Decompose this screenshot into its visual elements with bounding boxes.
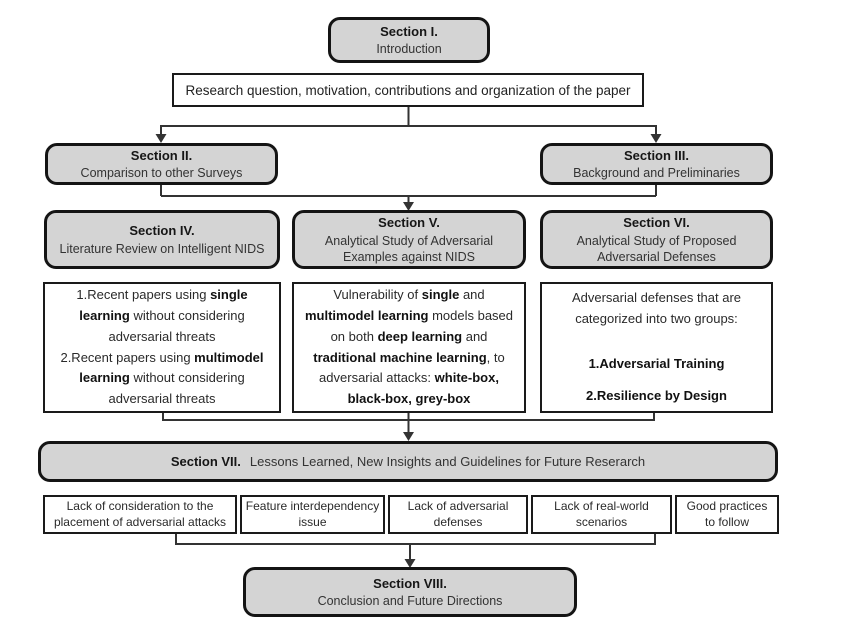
section-5-detail-box: Vulnerability of single and multimodel l… [292, 282, 526, 413]
section-7-subtitle: Lessons Learned, New Insights and Guidel… [249, 454, 646, 469]
section-1-subtitle: Introduction [376, 42, 442, 57]
research-question-box: Research question, motivation, contribut… [172, 73, 644, 107]
detail-item: 2.Recent papers using multimodel learnin… [60, 349, 264, 407]
section-4-title: Section IV. [129, 223, 195, 239]
section-7-box: Section VII. Lessons Learned, New Insigh… [38, 441, 778, 482]
research-question-text: Research question, motivation, contribut… [185, 82, 631, 98]
section-5-title: Section V. [378, 214, 440, 230]
section-5-box: Section V. Analytical Study of Adversari… [292, 210, 526, 269]
issue-box-placement-of-attacks: Lack of consideration to the placement o… [43, 495, 237, 534]
issue-box-real-world-scenarios: Lack of real-world scenarios [531, 495, 672, 534]
detail-item: 2.Resilience by Design [586, 388, 727, 404]
section-3-subtitle: Background and Preliminaries [573, 166, 740, 181]
section-2-title: Section II. [130, 147, 193, 163]
detail-text: Vulnerability of single and multimodel l… [304, 287, 514, 407]
section-4-detail-box: 1.Recent papers using single learning wi… [43, 282, 281, 413]
issue-box-lack-of-defenses: Lack of adversarial defenses [388, 495, 528, 534]
section-4-subtitle: Literature Review on Intelligent NIDS [59, 241, 265, 256]
section-3-title: Section III. [623, 147, 689, 163]
section-1-box: Section I. Introduction [328, 17, 490, 63]
section-4-box: Section IV. Literature Review on Intelli… [44, 210, 280, 269]
section-6-title: Section VI. [623, 214, 690, 230]
detail-item: 1.Adversarial Training [588, 355, 725, 371]
detail-intro: Adversarial defenses that are categorize… [571, 289, 742, 326]
detail-item: 1.Recent papers using single learning wi… [76, 287, 248, 344]
section-8-subtitle: Conclusion and Future Directions [317, 594, 503, 609]
section-7-title: Section VII. [170, 453, 241, 469]
section-3-box: Section III. Background and Preliminarie… [540, 143, 773, 185]
section-2-box: Section II. Comparison to other Surveys [45, 143, 278, 185]
issue-box-feature-interdependency: Feature interdependency issue [240, 495, 385, 534]
section-1-title: Section I. [380, 23, 438, 39]
section-8-title: Section VIII. [373, 575, 447, 591]
section-2-subtitle: Comparison to other Surveys [80, 166, 243, 181]
section-5-subtitle: Analytical Study of Adversarial Examples… [324, 233, 494, 264]
section-6-subtitle: Analytical Study of Proposed Adversarial… [576, 233, 737, 264]
section-6-detail-box: Adversarial defenses that are categorize… [540, 282, 773, 413]
issue-box-good-practices: Good practices to follow [675, 495, 779, 534]
section-6-box: Section VI. Analytical Study of Proposed… [540, 210, 773, 269]
section-8-box: Section VIII. Conclusion and Future Dire… [243, 567, 577, 617]
